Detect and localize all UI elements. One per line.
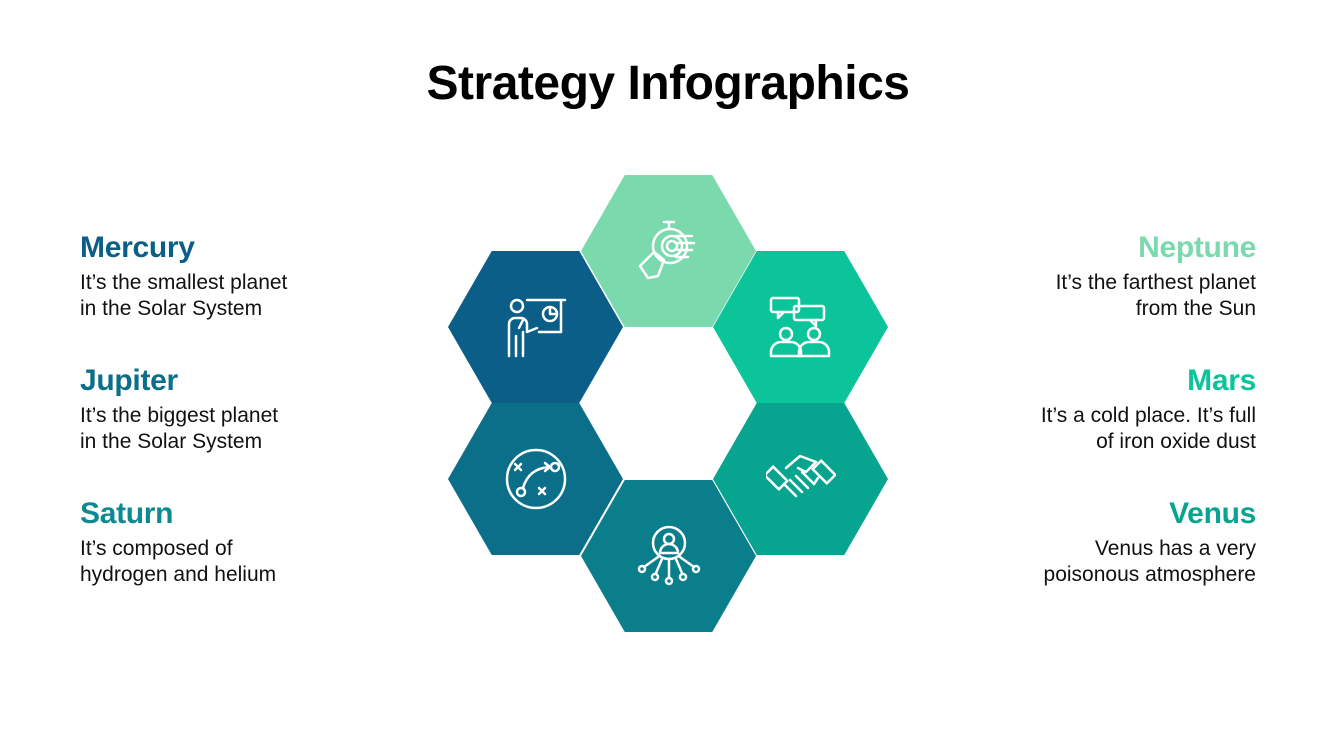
mercury-block: Mercury It’s the smallest planet in the S… <box>80 230 380 322</box>
user-network-icon <box>637 525 700 586</box>
mars-block: Mars It’s a cold place. It’s full of iron… <box>956 363 1256 455</box>
venus-desc-line1: Venus has a very <box>1094 537 1256 560</box>
saturn-block: Saturn It’s composed of hydrogen and heli… <box>80 496 380 588</box>
mercury-desc-line1: It’s the smallest planet <box>80 271 288 294</box>
mercury-description: It’s the smallest planet in the Solar Sys… <box>80 270 380 322</box>
jupiter-block: Jupiter It’s the biggest planet in the So… <box>80 363 380 455</box>
handshake-icon <box>765 454 836 498</box>
saturn-description: It’s composed of hydrogen and helium <box>80 536 380 588</box>
saturn-desc-line1: It’s composed of <box>80 537 233 560</box>
hex-upper-right <box>713 251 888 403</box>
hex-bottom <box>581 480 756 632</box>
jupiter-desc-line1: It’s the biggest planet <box>80 404 279 427</box>
hex-top <box>581 175 756 327</box>
neptune-desc-line1: It’s the farthest planet <box>1055 271 1256 294</box>
strategy-play-icon <box>505 448 566 510</box>
mercury-heading: Mercury <box>80 231 195 264</box>
venus-description: Venus has a very poisonous atmosphere <box>956 536 1256 588</box>
page-title: Strategy Infographics <box>426 57 910 110</box>
jupiter-description: It’s the biggest planet in the Solar Syst… <box>80 403 380 455</box>
mars-desc-line1: It’s a cold place. It’s full <box>1040 404 1256 427</box>
mercury-desc-line2: in the Solar System <box>80 297 263 320</box>
neptune-description: It’s the farthest planet from the Sun <box>956 270 1256 322</box>
team-discussion-icon <box>769 296 830 358</box>
venus-desc-line2: poisonous atmosphere <box>1043 563 1256 586</box>
venus-block: Venus Venus has a very poisonous atmosphe… <box>956 496 1257 588</box>
saturn-desc-line2: hydrogen and helium <box>80 563 277 586</box>
mars-description: It’s a cold place. It’s full of iron oxid… <box>956 403 1256 455</box>
hex-lower-right <box>713 403 888 555</box>
venus-heading: Venus <box>1169 497 1256 530</box>
neptune-block: Neptune It’s the farthest planet from the… <box>956 230 1257 322</box>
mars-desc-line2: of iron oxide dust <box>1096 430 1256 453</box>
jupiter-desc-line2: in the Solar System <box>80 430 263 453</box>
presentation-icon <box>507 298 566 358</box>
neptune-desc-line2: from the Sun <box>1135 297 1256 320</box>
neptune-heading: Neptune <box>1138 231 1256 264</box>
jupiter-heading: Jupiter <box>80 364 178 397</box>
mars-heading: Mars <box>1187 364 1256 397</box>
saturn-heading: Saturn <box>80 497 174 530</box>
stopwatch-hand-icon <box>638 220 695 280</box>
